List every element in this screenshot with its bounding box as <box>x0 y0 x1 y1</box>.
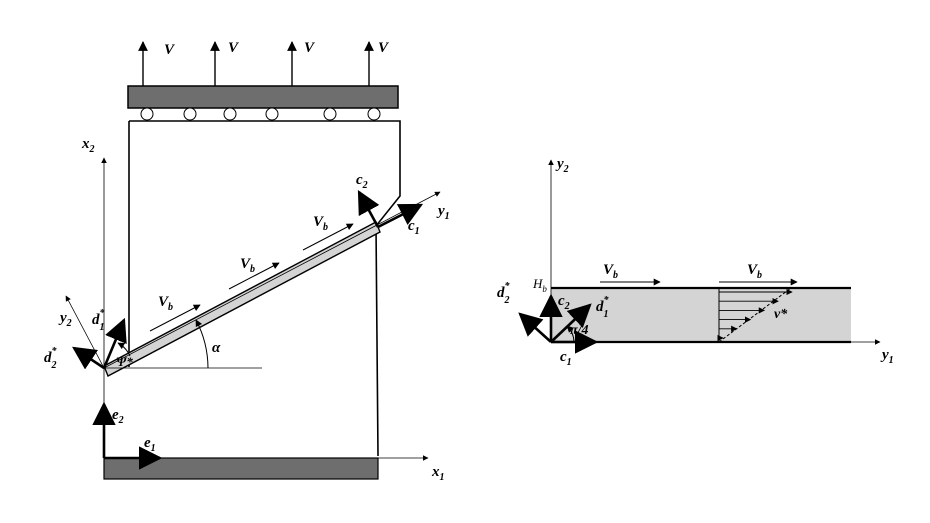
load-label: V <box>304 40 316 56</box>
c2-label: c2 <box>356 172 368 191</box>
roller <box>367 107 381 121</box>
e2-label: e2 <box>112 407 124 426</box>
load-label: V <box>228 40 240 56</box>
velocity-profile-label: v* <box>774 307 788 322</box>
velocity-profile-arrows <box>717 288 793 342</box>
shear-band-strip <box>551 288 851 342</box>
band-velocity-label: Vb <box>313 214 328 233</box>
band-velocity-label: Vb <box>240 256 255 275</box>
alpha-angle-label: α <box>212 340 221 356</box>
band-velocity-label: Vb <box>603 262 618 281</box>
y1-axis-label: y1 <box>436 203 450 222</box>
c1-label: c1 <box>408 218 420 237</box>
inclined-shear-band <box>103 221 381 377</box>
c1-label: c1 <box>560 349 572 368</box>
d1-star-label: d*1 <box>92 308 106 333</box>
c1-vector <box>377 203 424 229</box>
alpha-angle-arc <box>195 319 209 369</box>
band-velocity-arrow <box>149 304 201 332</box>
d2-star-label: d*2 <box>44 346 58 371</box>
d2-star-vector <box>518 312 552 343</box>
roller-row <box>140 107 381 121</box>
y2-axis <box>65 295 105 369</box>
d2-star-vector <box>72 346 105 370</box>
y1-axis-label: y1 <box>880 347 894 366</box>
load-label: V <box>378 40 390 56</box>
y2-axis-label: y2 <box>555 156 569 175</box>
roller <box>140 107 154 121</box>
band-height-label: Hb <box>532 276 547 294</box>
roller <box>265 107 279 121</box>
velocity-profile-envelope <box>718 287 792 343</box>
left-figure: V V V V x1 x2 y1 y2 α Ψ* e1 <box>44 40 450 483</box>
bottom-plate <box>103 457 379 480</box>
right-figure: y1 y2 Hb c1 c2 d*1 d*2 π/4 Vb Vb v* <box>497 156 894 368</box>
band-velocity-label: Vb <box>158 294 173 313</box>
roller <box>183 107 197 121</box>
d1-star-label: d*1 <box>596 295 610 320</box>
quarter-pi-angle-label: π/4 <box>570 323 589 338</box>
top-loading-plate <box>127 85 399 109</box>
d1-star-vector <box>102 317 127 369</box>
x2-axis-label: x2 <box>81 136 95 155</box>
specimen-lower-block <box>375 225 379 457</box>
quarter-pi-angle-arc <box>566 325 575 343</box>
y2-axis-label: y2 <box>58 310 72 329</box>
band-velocity-arrow <box>302 223 354 251</box>
psi-angle-label: Ψ* <box>116 354 133 369</box>
specimen-upper-right-edge <box>129 120 401 227</box>
load-arrows: V V V V <box>138 40 390 86</box>
e1-label: e1 <box>144 435 156 454</box>
d2-star-label: d*2 <box>497 281 511 306</box>
c2-vector <box>357 189 380 228</box>
y1-axis <box>103 191 441 369</box>
load-label: V <box>164 42 176 58</box>
band-velocity-label: Vb <box>747 262 762 281</box>
roller <box>223 107 237 121</box>
x1-axis-label: x1 <box>431 464 445 483</box>
roller <box>323 107 337 121</box>
band-velocity-arrow <box>228 262 280 290</box>
d1-star-vector <box>550 303 592 343</box>
